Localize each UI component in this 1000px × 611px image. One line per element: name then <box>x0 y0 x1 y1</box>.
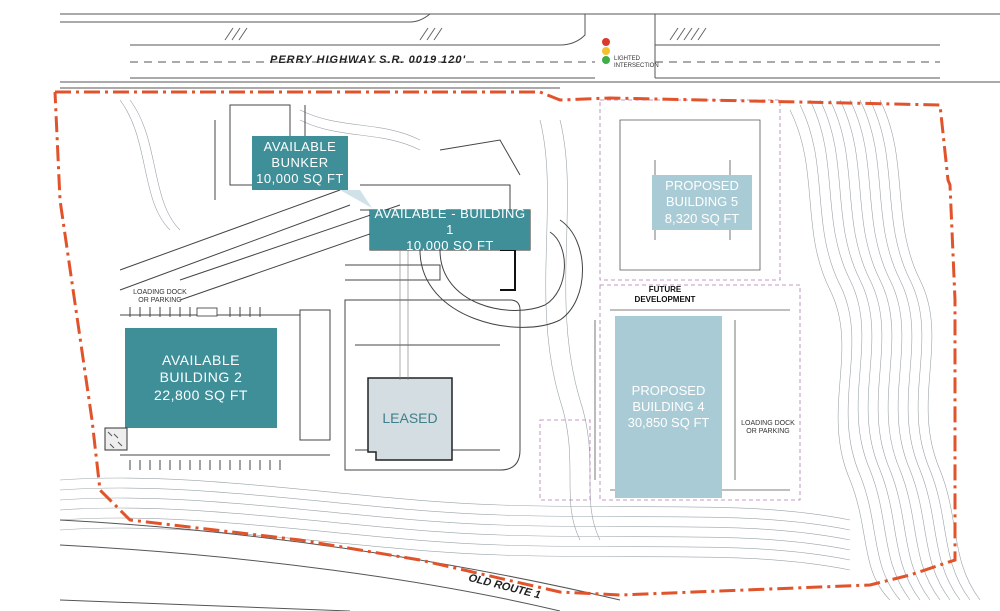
signal-label-line2: INTERSECTION <box>614 63 659 70</box>
loading-marker-icon <box>196 307 218 317</box>
connector-line <box>399 250 409 380</box>
building-5-footprint <box>652 175 752 230</box>
median-hatch <box>224 27 707 41</box>
perry-highway-label: PERRY HIGHWAY S.R. 0019 120' <box>270 54 467 66</box>
topo-contours <box>59 99 981 601</box>
building-2-footprint <box>125 328 277 428</box>
building-2-line3: 22,800 SQ FT <box>154 386 248 403</box>
proposed-pads <box>539 99 801 501</box>
bunker-line1: AVAILABLE <box>263 138 337 154</box>
building-4-label[interactable]: PROPOSED BUILDING 4 30,850 SQ FT <box>615 316 722 498</box>
dumpster-hatch <box>107 431 123 449</box>
loading-right-line1: LOADING DOCK <box>741 420 795 427</box>
signal-green-icon <box>602 56 610 64</box>
loading-dock-left-label: LOADING DOCK OR PARKING <box>120 289 200 306</box>
bunker-callout[interactable]: AVAILABLE BUNKER 10,000 SQ FT <box>252 136 348 190</box>
traffic-signal-icon <box>602 38 610 64</box>
perry-highway <box>60 13 1000 89</box>
loading-dock-right-label: LOADING DOCK OR PARKING <box>728 420 808 437</box>
bunker-callout-pointer <box>340 190 372 208</box>
bunker-line2: BUNKER <box>271 154 329 170</box>
future-line2: DEVELOPMENT <box>634 294 696 304</box>
building1-extension <box>500 249 516 291</box>
building-2-line1: AVAILABLE <box>162 351 240 368</box>
building-5-line1: PROPOSED <box>665 178 739 194</box>
building-4-line1: PROPOSED <box>631 382 706 398</box>
dumpster-pad-icon <box>104 427 128 451</box>
building-4-line2: BUILDING 4 <box>632 398 705 414</box>
signal-yellow-icon <box>602 47 610 55</box>
loading-left-line2: OR PARKING <box>138 297 182 305</box>
site-boundary <box>53 90 957 597</box>
building-4-footprint <box>615 316 722 498</box>
building-2-label[interactable]: AVAILABLE BUILDING 2 22,800 SQ FT <box>125 328 277 428</box>
loading-right-line2: OR PARKING <box>746 428 790 436</box>
signal-label: LIGHTED INTERSECTION <box>614 56 674 70</box>
leased-footprint <box>367 377 453 461</box>
building-1-line1: AVAILABLE - BUILDING 1 <box>374 205 526 237</box>
future-development-label: FUTURE DEVELOPMENT <box>620 285 710 304</box>
building-5-line3: 8,320 SQ FT <box>664 210 740 226</box>
signal-label-line1: LIGHTED <box>614 56 641 62</box>
leased-line1: LEASED <box>382 410 438 427</box>
building-5-line2: BUILDING 5 <box>665 194 739 210</box>
leased-label[interactable]: LEASED <box>368 378 452 460</box>
bunker-line3: 10,000 SQ FT <box>256 171 344 187</box>
building-1-line2: 10,000 SQ FT <box>406 238 494 254</box>
building-4-line3: 30,850 SQ FT <box>627 415 710 431</box>
building-2-line2: BUILDING 2 <box>159 369 243 386</box>
building-5-label[interactable]: PROPOSED BUILDING 5 8,320 SQ FT <box>652 175 752 230</box>
future-line1: FUTURE <box>648 285 682 294</box>
loading-left-line1: LOADING DOCK <box>133 289 187 296</box>
building-1-label[interactable]: AVAILABLE - BUILDING 1 10,000 SQ FT <box>370 206 530 253</box>
signal-red-icon <box>602 38 610 46</box>
